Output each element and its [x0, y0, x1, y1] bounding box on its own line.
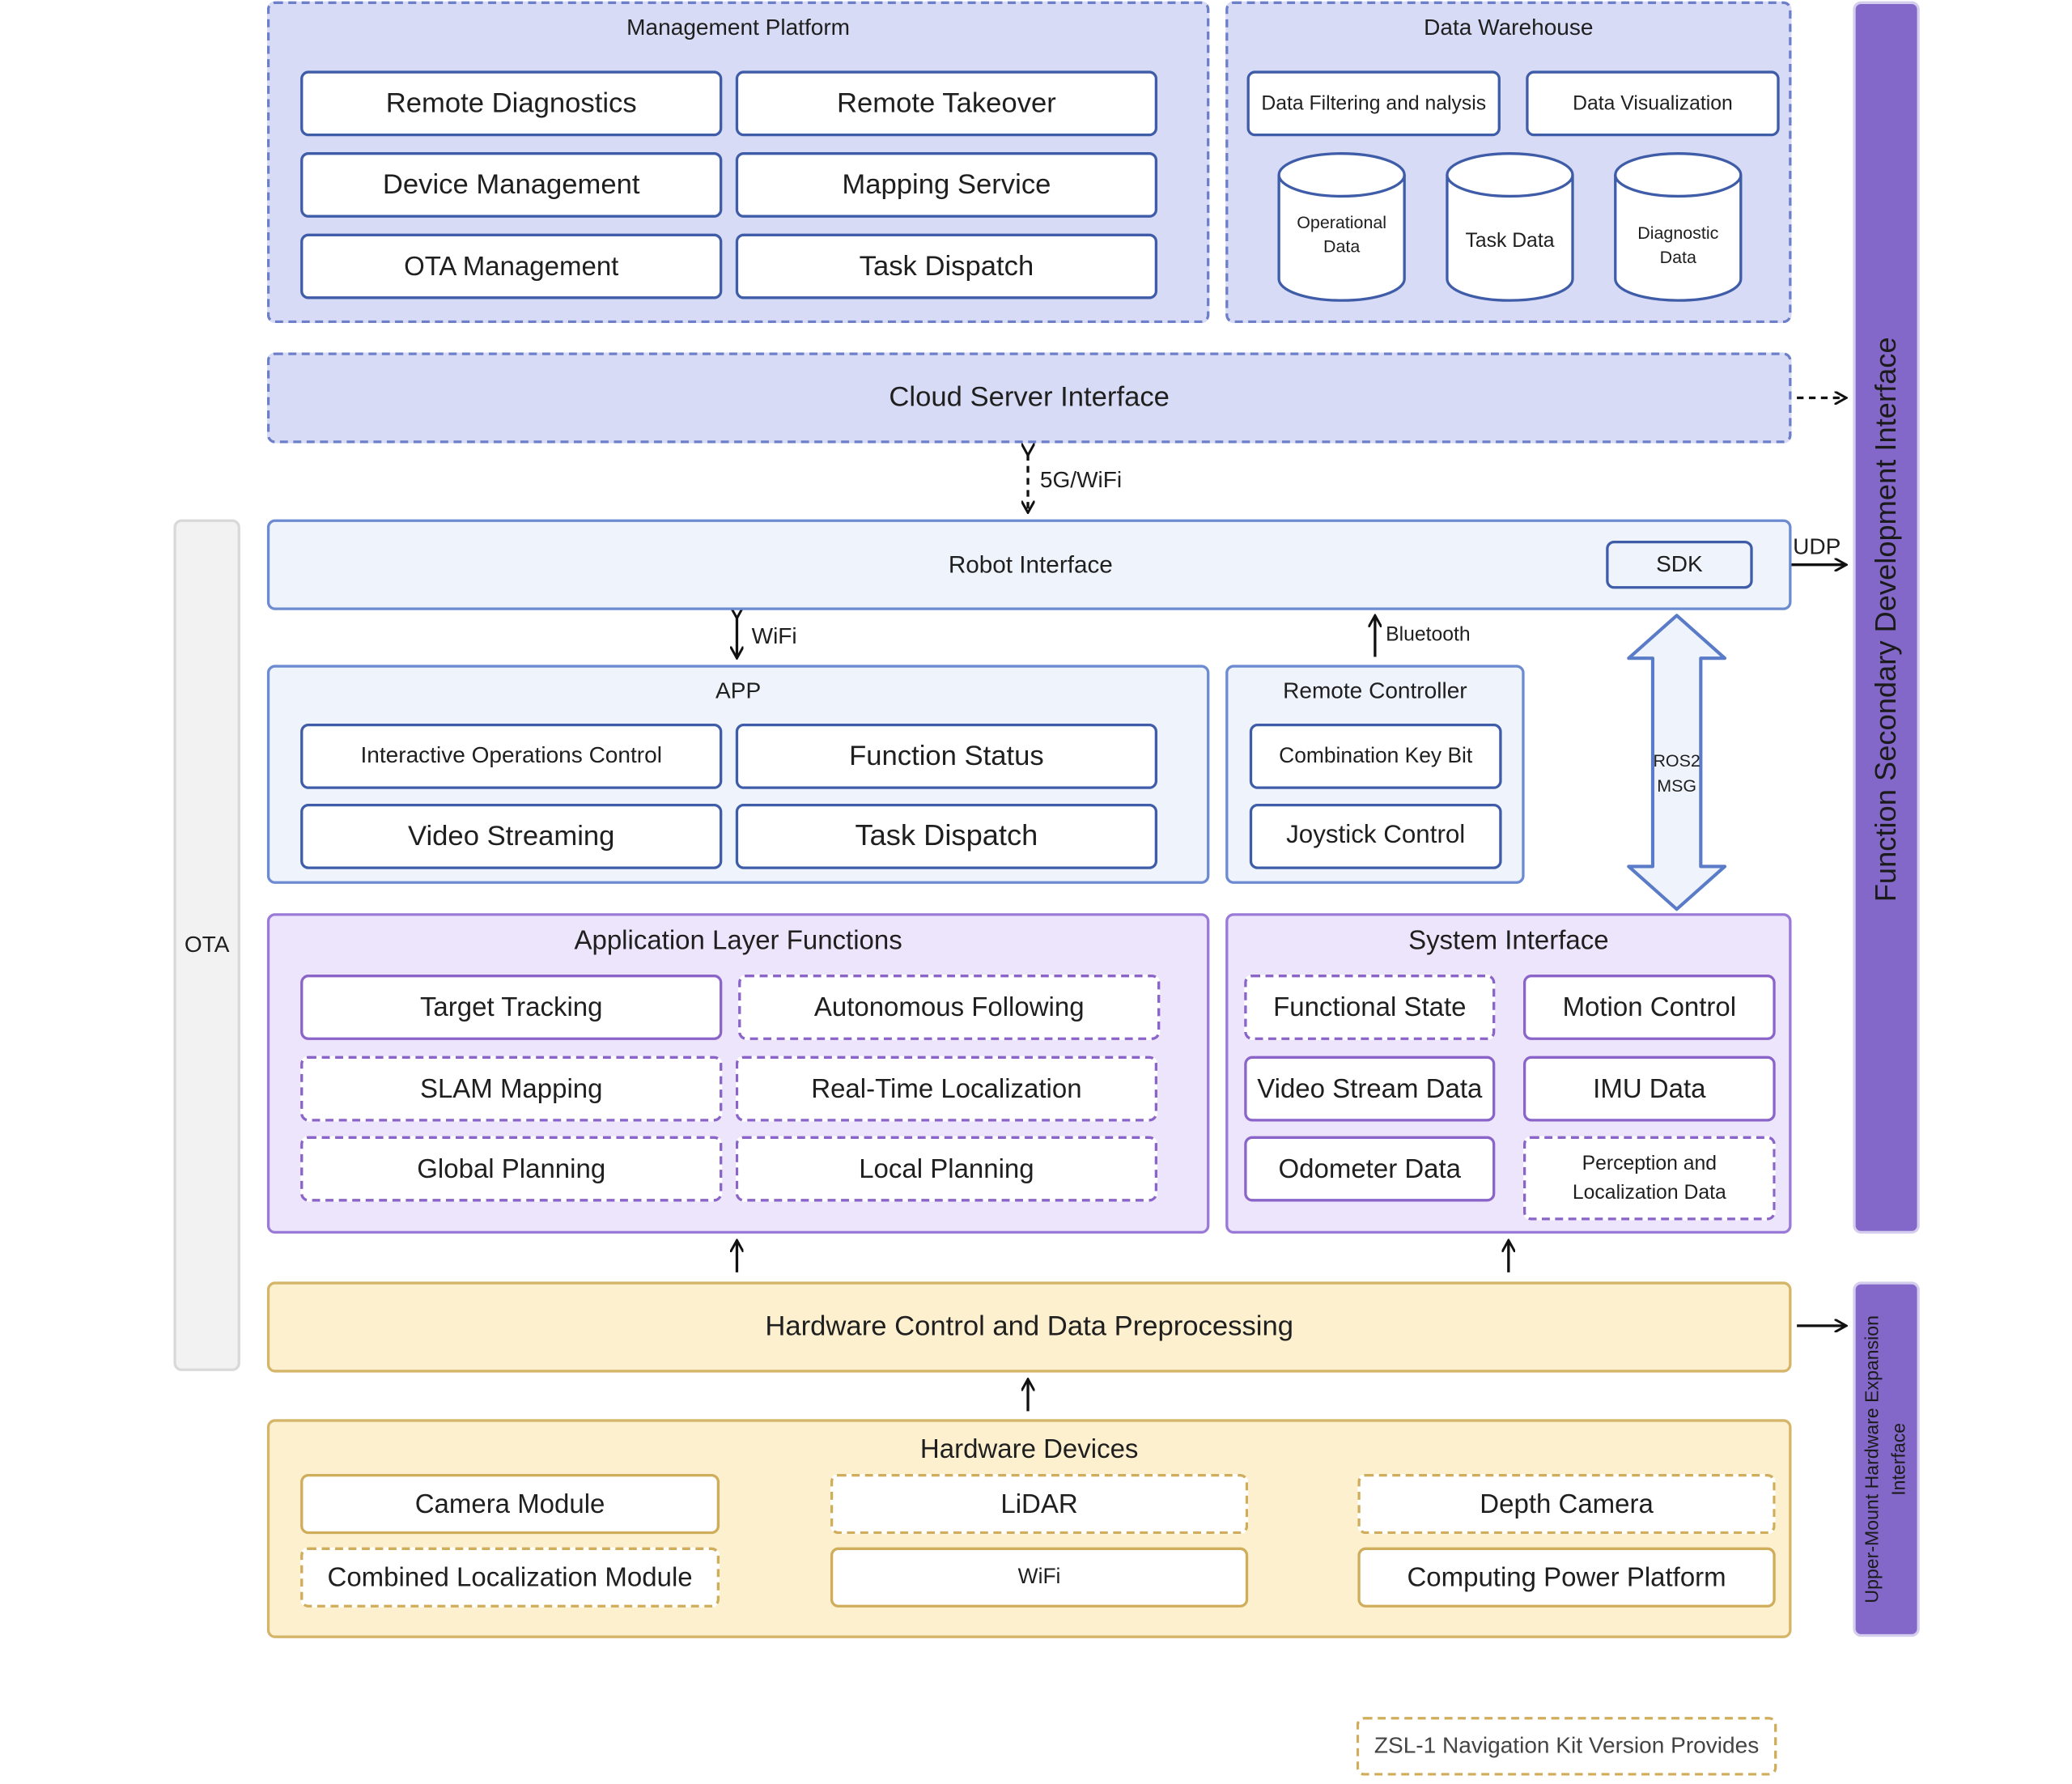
joystick-control-box: Joystick Control [1249, 803, 1502, 869]
autonomous-following-box: Autonomous Following [738, 975, 1161, 1040]
application-layer-panel: Application Layer Functions Target Track… [266, 913, 1210, 1234]
function-secondary-bar: Function Secondary Development Interface [1853, 1, 1920, 1234]
depth-camera-box: Depth Camera [1357, 1473, 1776, 1535]
hw-wifi-box: WiFi [830, 1547, 1249, 1608]
wifi-link-label: WiFi [751, 623, 797, 649]
database-icon [1614, 152, 1743, 302]
legend-box: ZSL-1 Navigation Kit Version Provides [1356, 1717, 1777, 1776]
remote-takeover-box: Remote Takeover [735, 70, 1158, 137]
data-visualization-box: Data Visualization [1526, 70, 1780, 137]
operational-data-store: Operational Data [1276, 151, 1408, 303]
ota-label: OTA [184, 932, 230, 958]
ros2-msg-label: ROS2 MSG [1653, 750, 1700, 796]
target-tracking-box: Target Tracking [300, 975, 723, 1040]
function-status-box: Function Status [735, 723, 1158, 789]
task-data-store: Task Data [1445, 151, 1576, 303]
device-management-box: Device Management [300, 152, 723, 218]
motion-control-box: Motion Control [1522, 975, 1776, 1040]
slam-mapping-box: SLAM Mapping [300, 1056, 723, 1122]
robot-interface: Robot Interface SDK [266, 519, 1792, 610]
perception-localization-box: Perception and Localization Data [1522, 1136, 1776, 1221]
app-panel: APP Interactive Operations Control Funct… [266, 665, 1210, 884]
camera-module-box: Camera Module [300, 1473, 720, 1535]
hardware-control-bar: Hardware Control and Data Preprocessing [266, 1281, 1792, 1373]
mapping-service-box: Mapping Service [735, 152, 1158, 218]
robot-interface-label: Robot Interface [948, 550, 1113, 578]
management-platform-panel: Management Platform Remote Diagnostics R… [266, 1, 1210, 324]
computing-power-box: Computing Power Platform [1357, 1547, 1776, 1608]
database-icon [1277, 152, 1406, 302]
global-planning-box: Global Planning [300, 1136, 723, 1202]
interactive-operations-box: Interactive Operations Control [300, 723, 723, 789]
functional-state-box: Functional State [1244, 975, 1496, 1040]
lidar-box: LiDAR [830, 1473, 1249, 1535]
video-streaming-box: Video Streaming [300, 803, 723, 869]
app-task-dispatch-box: Task Dispatch [735, 803, 1158, 869]
ros2-double-arrow [1627, 614, 1727, 911]
ota-management-box: OTA Management [300, 233, 723, 299]
5g-wifi-label: 5G/WiFi [1039, 467, 1123, 493]
combination-key-box: Combination Key Bit [1249, 723, 1502, 789]
task-dispatch-box: Task Dispatch [735, 233, 1158, 299]
data-warehouse-panel: Data Warehouse Data Filtering and nalysi… [1225, 1, 1792, 324]
odometer-data-box: Odometer Data [1244, 1136, 1496, 1202]
task-data-label: Task Data [1465, 228, 1555, 252]
udp-label: UDP [1793, 533, 1841, 560]
data-filtering-box: Data Filtering and nalysis [1246, 70, 1501, 137]
diagnostic-data-store: Diagnostic Data [1612, 151, 1743, 303]
data-warehouse-title: Data Warehouse [1424, 15, 1594, 40]
system-interface-title: System Interface [1408, 926, 1609, 956]
bluetooth-label: Bluetooth [1386, 623, 1471, 647]
management-platform-title: Management Platform [626, 15, 851, 40]
local-planning-box: Local Planning [735, 1136, 1158, 1202]
video-stream-data-box: Video Stream Data [1244, 1056, 1496, 1122]
system-interface-panel: System Interface Functional State Motion… [1225, 913, 1792, 1234]
remote-controller-title: Remote Controller [1283, 677, 1467, 704]
remote-controller-panel: Remote Controller Combination Key Bit Jo… [1225, 665, 1525, 884]
operational-data-label: Operational Data [1297, 213, 1387, 257]
combined-localization-box: Combined Localization Module [300, 1547, 720, 1608]
cloud-server-interface: Cloud Server Interface [266, 352, 1792, 444]
diagnostic-data-label: Diagnostic Data [1637, 223, 1719, 267]
sdk-box: SDK [1606, 541, 1753, 589]
hardware-devices-panel: Hardware Devices Camera Module LiDAR Dep… [266, 1419, 1792, 1638]
remote-diagnostics-box: Remote Diagnostics [300, 70, 723, 137]
app-title: APP [715, 677, 762, 704]
hardware-devices-title: Hardware Devices [919, 1435, 1139, 1465]
database-icon [1446, 152, 1574, 302]
ota-bar: OTA [173, 519, 240, 1371]
function-secondary-label: Function Secondary Development Interface [1869, 337, 1903, 903]
real-time-localization-box: Real-Time Localization [735, 1056, 1158, 1122]
upper-mount-label: Upper-Mount Hardware Expansion Interface [1861, 1315, 1909, 1603]
imu-data-box: IMU Data [1522, 1056, 1776, 1122]
upper-mount-bar: Upper-Mount Hardware Expansion Interface [1853, 1281, 1920, 1637]
application-layer-title: Application Layer Functions [574, 926, 902, 956]
